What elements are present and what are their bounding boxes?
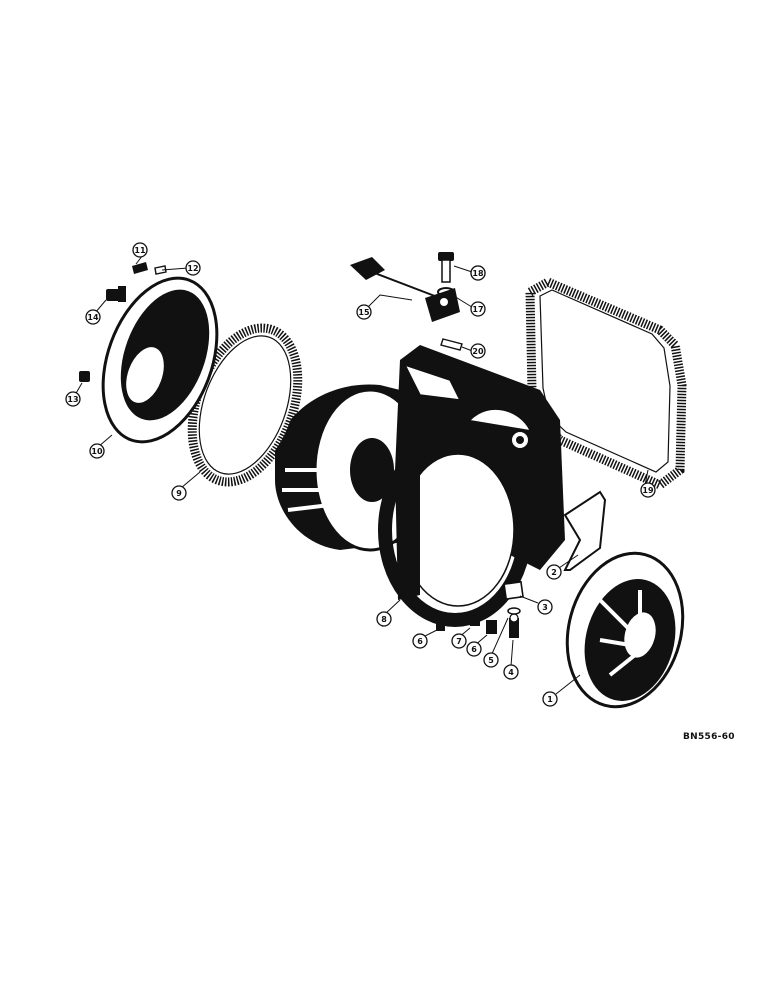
round-gasket xyxy=(187,323,303,487)
callout-label: 9 xyxy=(176,489,182,498)
callout-6: 6 xyxy=(466,641,482,657)
bolt-16 xyxy=(438,252,454,283)
callout-label: 11 xyxy=(134,246,146,255)
callout-label: 12 xyxy=(187,264,198,273)
plug-13 xyxy=(79,371,90,382)
callout-label: 19 xyxy=(642,486,654,495)
callout-10: 10 xyxy=(89,443,105,459)
cover-plate-3 xyxy=(503,580,524,600)
callout-17: 17 xyxy=(470,301,486,317)
stud-7 xyxy=(470,612,480,626)
callout-13: 13 xyxy=(65,391,81,407)
callout-15: 15 xyxy=(356,304,372,320)
callout-label: 4 xyxy=(508,668,514,677)
washer-5 xyxy=(507,607,521,615)
callout-9: 9 xyxy=(171,485,187,501)
callout-20: 20 xyxy=(470,343,486,359)
callout-label: 6 xyxy=(471,645,477,654)
callout-label: 5 xyxy=(488,656,494,665)
figure-code: BN556-60 xyxy=(683,732,735,742)
callout-label: 8 xyxy=(381,615,387,624)
pin-20 xyxy=(440,338,463,351)
callouts: 12345678691011121314151617181920 xyxy=(65,242,656,707)
callout-label: 17 xyxy=(472,305,483,314)
shift-bracket xyxy=(350,257,460,322)
callout-7: 7 xyxy=(451,633,467,649)
callout-label: 13 xyxy=(67,395,78,404)
callout-label: 20 xyxy=(472,347,484,356)
callout-label: 14 xyxy=(87,313,99,322)
callout-label: 3 xyxy=(542,603,548,612)
callout-18: 18 xyxy=(470,265,486,281)
callout-label: 7 xyxy=(456,637,462,646)
callout-1: 1 xyxy=(542,691,558,707)
callout-label: 10 xyxy=(91,447,103,456)
callout-label: 6 xyxy=(417,637,423,646)
stud-6 xyxy=(486,620,497,634)
callout-11: 11 xyxy=(132,242,148,258)
callout-3: 3 xyxy=(537,599,553,615)
callout-4: 4 xyxy=(503,664,519,680)
stud-4 xyxy=(509,613,519,638)
callout-5: 5 xyxy=(483,652,499,668)
callout-8: 8 xyxy=(376,611,392,627)
callout-label: 18 xyxy=(472,269,484,278)
left-cover xyxy=(101,276,219,444)
callout-6: 6 xyxy=(412,633,428,649)
fitting-14 xyxy=(106,286,126,302)
callout-19: 19 xyxy=(640,482,656,498)
washer-17 xyxy=(437,287,455,297)
callout-label: 15 xyxy=(358,308,370,317)
plug-6 xyxy=(436,621,445,631)
plate-2 xyxy=(563,490,607,571)
callout-label: 2 xyxy=(551,568,557,577)
bolt-11 xyxy=(132,262,148,274)
flywheel-housing xyxy=(378,433,532,627)
callout-14: 14 xyxy=(85,309,101,325)
right-cover xyxy=(565,551,685,709)
callout-2: 2 xyxy=(546,564,562,580)
callout-label: 1 xyxy=(547,695,553,704)
washer-12 xyxy=(154,265,167,275)
callout-12: 12 xyxy=(185,260,201,276)
